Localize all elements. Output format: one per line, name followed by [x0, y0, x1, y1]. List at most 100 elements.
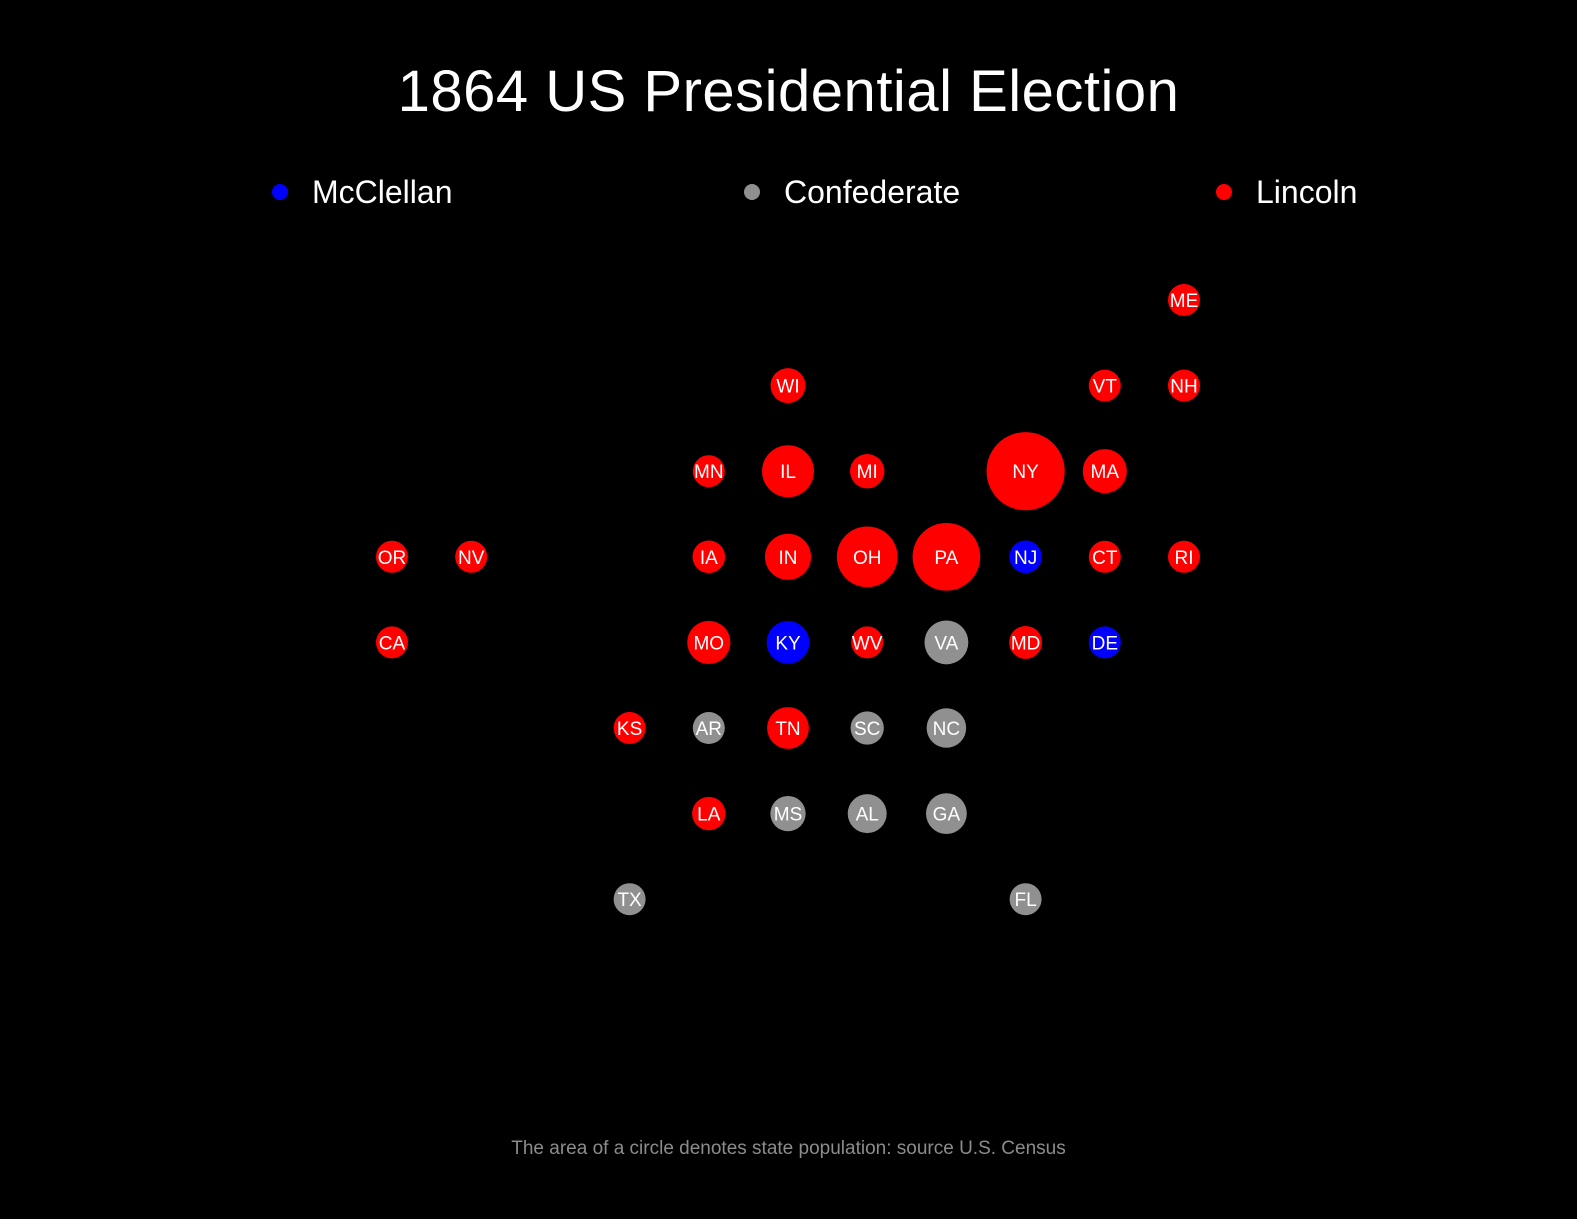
state-bubble-ct	[1088, 540, 1121, 573]
legend-swatch-lincoln	[1216, 184, 1232, 200]
state-label-me: ME	[1170, 291, 1199, 312]
state-ga: GA	[925, 793, 967, 835]
state-va: VA	[924, 620, 969, 665]
state-label-nc: NC	[933, 719, 960, 740]
footnote: The area of a circle denotes state popul…	[511, 1138, 1066, 1159]
state-label-sc: SC	[854, 719, 880, 740]
state-bubble-ga	[925, 793, 967, 835]
state-label-mo: MO	[693, 633, 724, 654]
state-bubble-sc	[850, 711, 884, 745]
state-or: OR	[376, 540, 408, 573]
state-tn: TN	[767, 707, 809, 749]
state-label-ks: KS	[617, 719, 642, 740]
state-bubble-wi	[770, 368, 806, 404]
state-label-ma: MA	[1091, 462, 1120, 483]
state-bubble-me	[1168, 284, 1200, 316]
legend-label-confederate: Confederate	[784, 173, 961, 210]
state-label-pa: PA	[934, 548, 958, 569]
state-bubble-il	[762, 445, 814, 498]
state-label-oh: OH	[853, 548, 882, 569]
state-bubble-tn	[767, 707, 809, 749]
state-bubble-oh	[836, 526, 898, 588]
state-bubble-nj	[1009, 540, 1042, 574]
state-bubble-va	[924, 620, 969, 665]
state-bubble-fl	[1009, 883, 1042, 916]
state-label-ct: CT	[1092, 548, 1118, 569]
state-bubble-nc	[926, 708, 967, 748]
state-wv: WV	[851, 626, 884, 659]
state-label-ia: IA	[700, 548, 718, 569]
state-md: MD	[1009, 625, 1043, 659]
state-bubble-vt	[1088, 369, 1121, 402]
state-vt: VT	[1088, 369, 1121, 402]
state-label-ms: MS	[774, 805, 803, 826]
state-ny: NY	[986, 432, 1065, 511]
state-nh: NH	[1168, 369, 1200, 402]
state-bubble-la	[692, 796, 726, 831]
state-il: IL	[762, 445, 814, 498]
state-bubble-ks	[613, 712, 646, 744]
state-oh: OH	[836, 526, 898, 588]
state-ri: RI	[1168, 540, 1200, 573]
legend-swatch-mcclellan	[272, 184, 288, 200]
state-pa: PA	[912, 522, 981, 591]
state-label-la: LA	[697, 805, 721, 826]
state-label-vt: VT	[1093, 377, 1118, 398]
state-fl: FL	[1009, 883, 1042, 916]
state-label-wv: WV	[852, 633, 883, 654]
legend-label-lincoln: Lincoln	[1256, 173, 1358, 210]
state-ms: MS	[770, 795, 806, 832]
state-de: DE	[1088, 626, 1121, 659]
state-bubble-tx	[613, 883, 646, 916]
state-label-fl: FL	[1015, 890, 1037, 911]
state-bubble-ny	[986, 432, 1065, 511]
state-ia: IA	[692, 540, 726, 574]
state-bubble-nv	[455, 540, 488, 573]
state-bubble-mi	[850, 454, 885, 489]
state-bubble-wv	[851, 626, 884, 659]
state-bubble-ar	[692, 712, 725, 744]
state-bubble-nh	[1168, 369, 1200, 402]
state-label-tn: TN	[775, 719, 800, 740]
state-nc: NC	[926, 708, 967, 748]
state-label-ri: RI	[1175, 548, 1194, 569]
state-label-mn: MN	[694, 462, 724, 483]
legend-swatch-confederate	[744, 184, 760, 200]
state-bubble-al	[847, 794, 887, 834]
state-bubble-ia	[692, 540, 726, 574]
state-label-ca: CA	[379, 633, 406, 654]
legend-item-mcclellan: McClellan	[272, 170, 452, 214]
state-ar: AR	[692, 712, 725, 744]
state-bubble-pa	[912, 522, 981, 591]
state-label-md: MD	[1011, 633, 1041, 654]
state-nj: NJ	[1009, 540, 1042, 574]
state-bubble-ca	[376, 626, 408, 659]
state-me: ME	[1168, 284, 1200, 316]
state-label-al: AL	[856, 805, 879, 826]
state-bubble-in	[764, 533, 812, 580]
state-al: AL	[847, 794, 887, 834]
state-bubble-md	[1009, 625, 1043, 659]
state-label-wi: WI	[776, 377, 799, 398]
state-label-in: IN	[779, 548, 798, 569]
state-sc: SC	[850, 711, 884, 745]
state-bubble-ky	[766, 621, 810, 664]
state-ks: KS	[613, 712, 646, 744]
state-label-mi: MI	[857, 462, 878, 483]
state-bubble-ma	[1082, 449, 1127, 494]
state-label-va: VA	[934, 633, 958, 654]
state-bubble-mn	[692, 455, 725, 488]
state-la: LA	[692, 796, 726, 831]
state-in: IN	[764, 533, 812, 580]
legend-item-lincoln: Lincoln	[1216, 170, 1357, 214]
state-label-or: OR	[378, 548, 407, 569]
state-label-ny: NY	[1012, 462, 1039, 483]
state-ma: MA	[1082, 449, 1127, 494]
chart-title: 1864 US Presidential Election	[397, 59, 1180, 124]
state-bubble-de	[1088, 626, 1121, 659]
state-label-ar: AR	[696, 719, 722, 740]
state-bubble-mo	[687, 620, 731, 664]
state-label-il: IL	[780, 462, 796, 483]
state-bubble-ri	[1168, 540, 1200, 573]
state-label-nv: NV	[458, 548, 485, 569]
